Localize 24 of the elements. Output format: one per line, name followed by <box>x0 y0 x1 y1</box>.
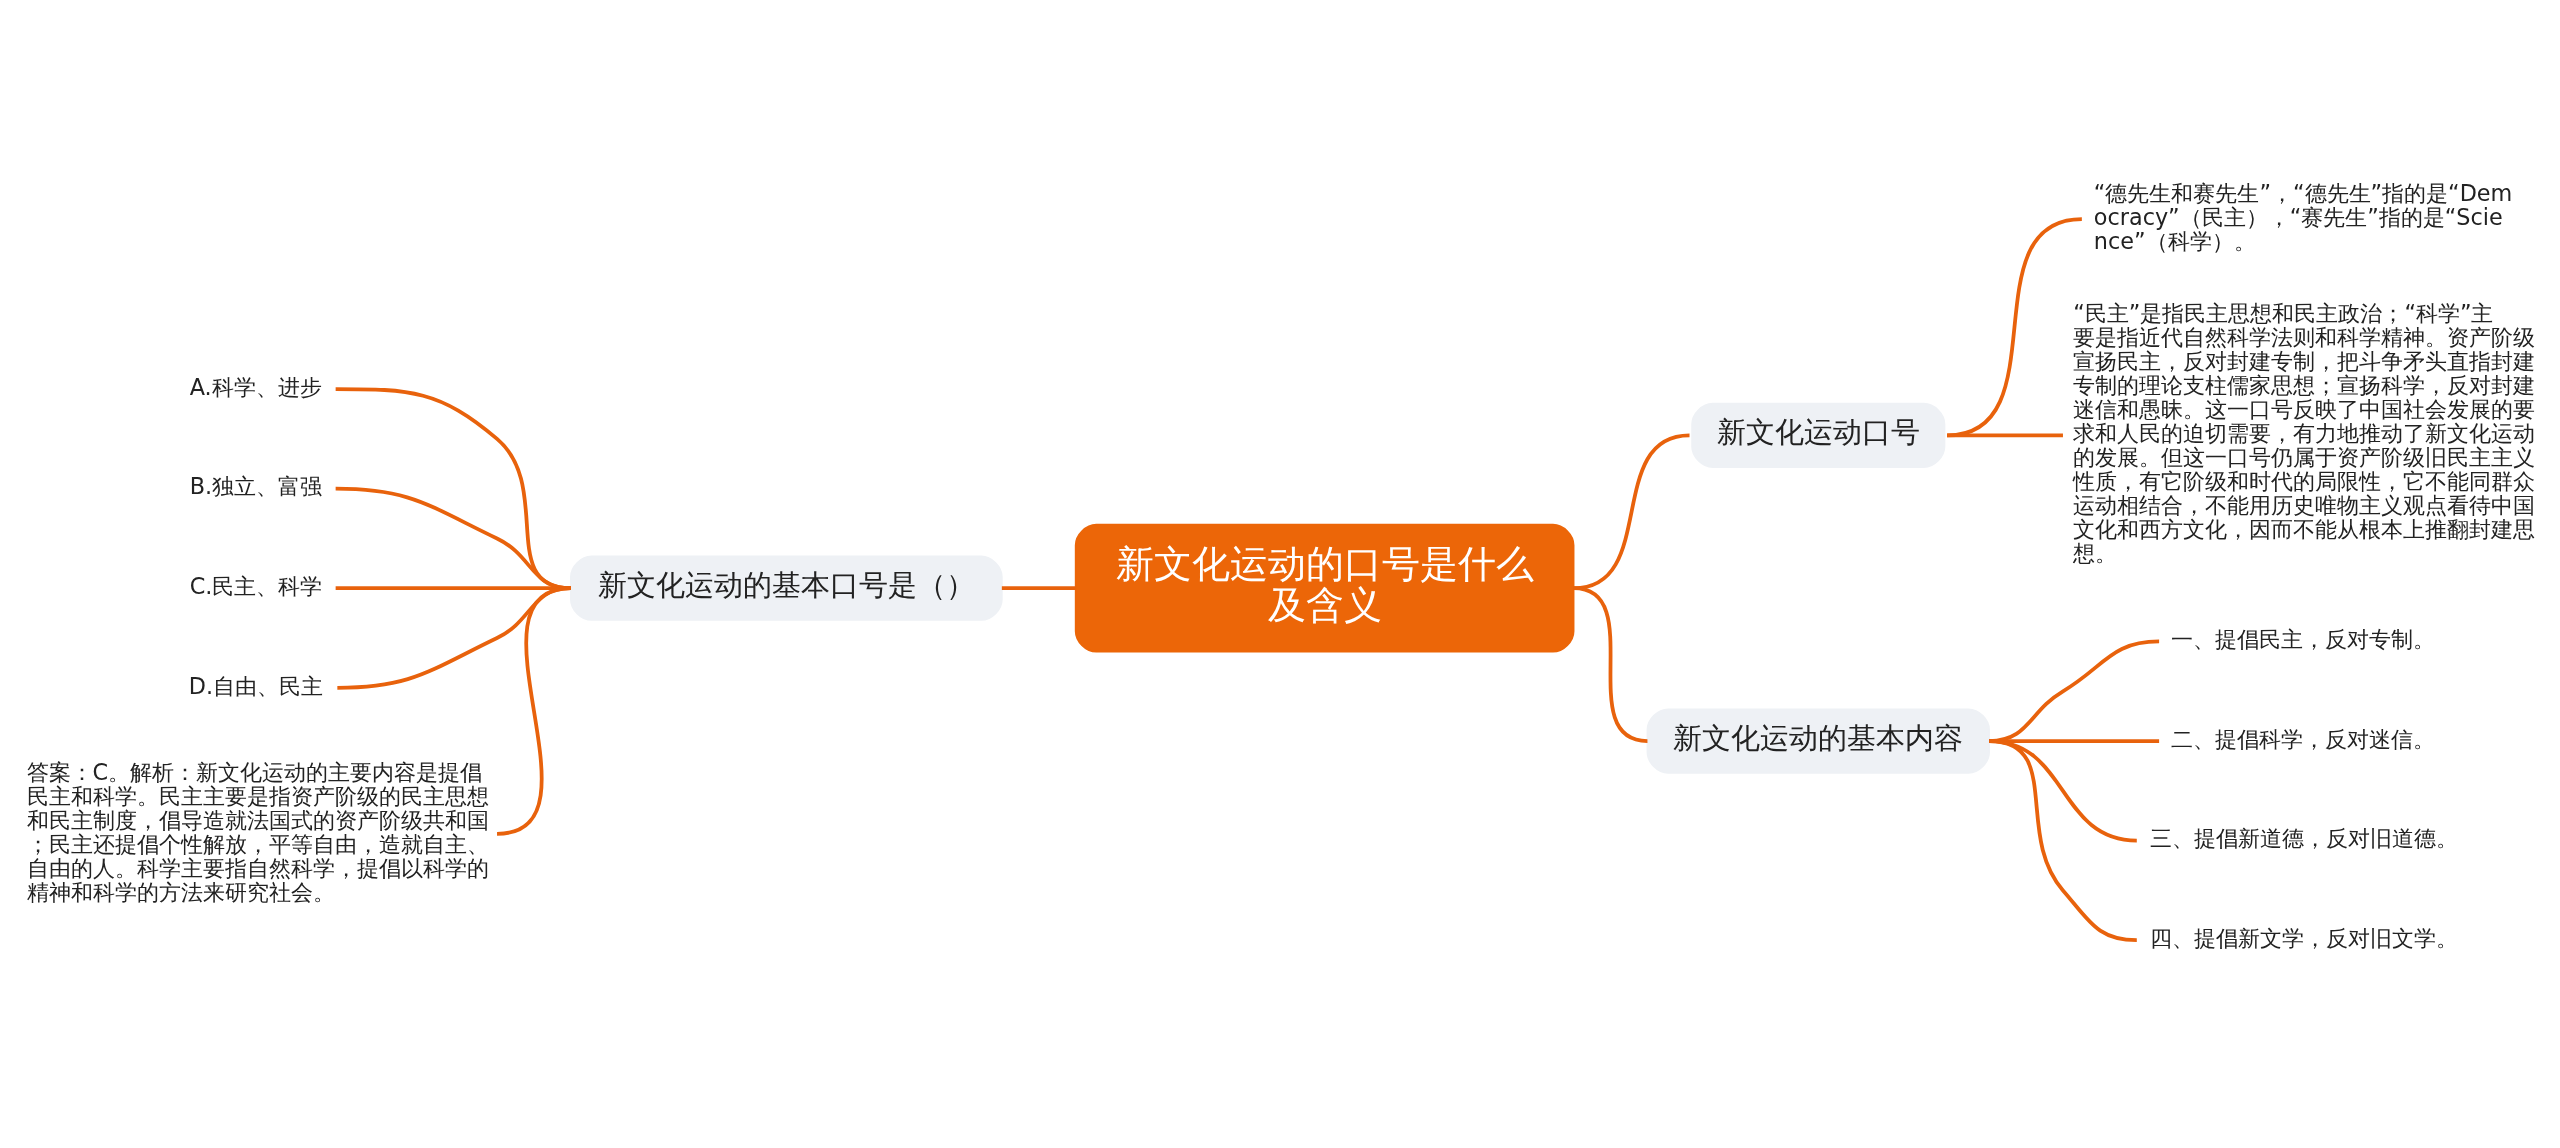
node-text: B.独立、富强 <box>189 472 323 499</box>
node-text: C.民主、科学 <box>189 572 323 599</box>
node-box: 新文化运动口号 <box>1691 402 1946 468</box>
connector <box>1573 433 1690 590</box>
node-box: 新文化运动的口号是什么及含义 <box>1074 523 1575 653</box>
node-text: D.自由、民主 <box>188 672 324 699</box>
connector <box>335 585 571 590</box>
node-box: 新文化运动的基本口号是（） <box>570 555 1003 621</box>
connector <box>1573 585 1648 743</box>
node-text: 答案：C。解析：新文化运动的主要内容是提倡民主和科学。民主主要是指资产阶级的民主思想和民主制度，倡导造就法国式的资产阶级共和国；民主还提倡个性解放，平等自由，造就自主、自由的人。科学主要指自然科学，提倡以科学的精神和科学的方法来研究社会。 <box>26 758 489 905</box>
connector <box>1947 433 2063 437</box>
node-text: “民主”是指民主思想和民主政治；“科学”主要是指近代自然科学法则和科学精神。资产阶级宣扬民主，反对封建专制，把斗争矛头直指封建专制的理论支柱儒家思想；宣扬科学，反对封建迷信和愚昧。这一口号反映了中国社会发展的要求和人民的迫切需要，有力地推动了新文化运动的发展。但这一口号仍属于资产阶级旧民主主义性质，有它阶级和时代的局限性，它不能同群众运动相结合，不能用历史唯物主义观点看待中国文化和西方文化，因而不能从根本上推翻封建思想。 <box>2073 299 2536 566</box>
node-text: “德先生和赛先生”，“德先生”指的是“Democracy”（民主），“赛先生”指的是“Science”（科学）。 <box>2093 179 2513 254</box>
node-text: A.科学、进步 <box>189 373 322 400</box>
node-text: 四、提倡新文学，反对旧文学。 <box>2149 924 2458 951</box>
node-box: 新文化运动的基本内容 <box>1646 707 1990 774</box>
connector <box>1988 738 2137 942</box>
connector <box>1946 216 2083 437</box>
node-text: 三、提倡新道德，反对旧道德。 <box>2149 824 2458 851</box>
node-text: 一、提倡民主，反对专制。 <box>2171 625 2436 652</box>
connector <box>335 486 571 590</box>
connector <box>1001 585 1076 590</box>
connector <box>496 585 572 836</box>
node-text: 二、提倡科学，反对迷信。 <box>2171 725 2436 752</box>
